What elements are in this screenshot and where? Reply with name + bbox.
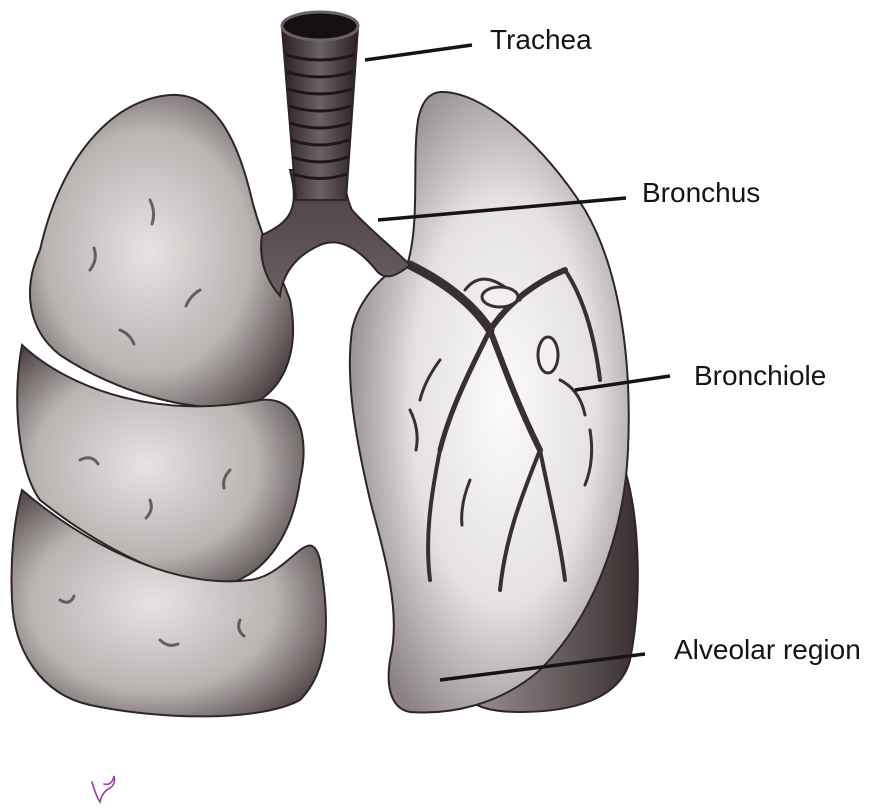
artist-signature-mark: [92, 776, 115, 802]
label-bronchiole: Bronchiole: [694, 362, 826, 390]
bronchiole-opening: [482, 287, 518, 307]
label-bronchus: Bronchus: [642, 179, 760, 207]
trachea: [282, 12, 358, 200]
right-upper-lobe: [30, 95, 293, 408]
trachea-leader-line: [365, 45, 472, 60]
label-alveolar-region: Alveolar region: [674, 636, 861, 664]
label-trachea: Trachea: [490, 26, 592, 54]
right-lung: [11, 95, 325, 717]
bronchiole-opening-2: [538, 337, 558, 373]
trachea-opening: [282, 12, 358, 40]
